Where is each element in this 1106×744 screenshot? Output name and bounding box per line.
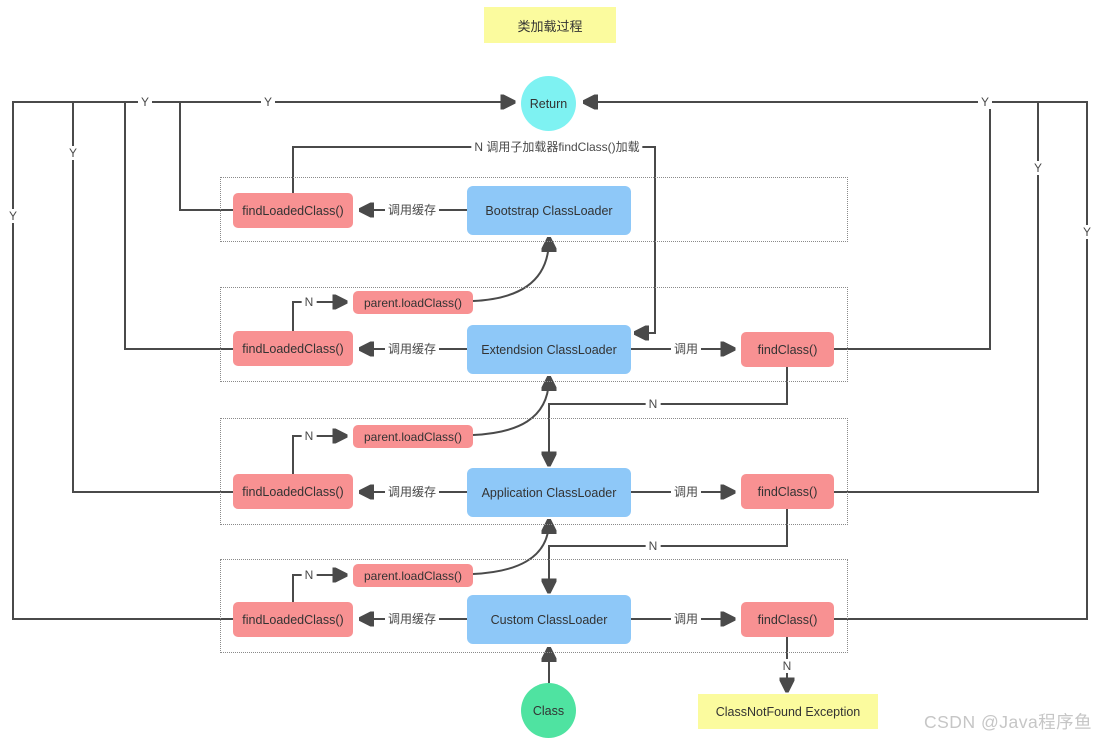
edge-label-yes: Y [1079, 225, 1095, 239]
edge-return-right-extendsion [834, 102, 991, 350]
edge-return-right-custom [585, 102, 1088, 620]
edge-n-parent-extendsion [292, 302, 345, 331]
edge-return-left-application [72, 102, 233, 493]
edge-label-call: 调用 [670, 342, 702, 356]
edge-label-delegate-note: N 调用子加载器findClass()加载 [471, 140, 643, 154]
edge-curve-app-to-extendsion [472, 378, 549, 436]
findloadedclass-box-extendsion: findLoadedClass() [233, 331, 353, 366]
edge-label-no: N [779, 659, 795, 673]
edge-label-yes: Y [977, 95, 993, 109]
edge-label-no: N [301, 295, 317, 309]
loader-box-extendsion: Extendsion ClassLoader [467, 325, 631, 374]
edge-label-no: N [301, 568, 317, 582]
findloadedclass-box-bootstrap: findLoadedClass() [233, 193, 353, 228]
dotted-group-bootstrap [220, 177, 848, 242]
loader-box-application: Application ClassLoader [467, 468, 631, 517]
edge-label-call: 调用 [670, 485, 702, 499]
edge-label-call: 调用 [670, 612, 702, 626]
edge-label-no: N [645, 539, 661, 553]
parentloadclass-box-custom: parent.loadClass() [353, 564, 473, 587]
edge-curve-ext-to-bootstrap [472, 239, 549, 302]
edge-curve-custom-to-application [472, 521, 549, 575]
edge-label-yes: Y [1030, 161, 1046, 175]
edge-label-call-cache: 调用缓存 [384, 612, 440, 626]
edge-return-left-bootstrap [179, 102, 233, 211]
edge-n-ext-to-application [549, 367, 788, 464]
edge-label-yes: Y [260, 95, 276, 109]
edge-label-no: N [645, 397, 661, 411]
dotted-group-extendsion [220, 287, 848, 382]
classnotfound-box: ClassNotFound Exception [698, 694, 878, 729]
parentloadclass-box-extendsion: parent.loadClass() [353, 291, 473, 314]
diagram-title: 类加载过程 [484, 7, 616, 43]
edge-label-call-cache: 调用缓存 [384, 485, 440, 499]
dotted-group-custom [220, 559, 848, 653]
edge-n-app-to-custom [549, 509, 788, 591]
findclass-box-application: findClass() [741, 474, 834, 509]
edge-label-yes: Y [5, 209, 21, 223]
edge-return-left-extendsion [124, 102, 233, 350]
findclass-box-extendsion: findClass() [741, 332, 834, 367]
edge-n-parent-custom [292, 575, 345, 602]
class-node: Class [521, 683, 576, 738]
edge-label-call-cache: 调用缓存 [384, 203, 440, 217]
edge-n-parent-application [292, 436, 345, 474]
watermark: CSDN @Java程序鱼 [924, 712, 1093, 732]
edge-label-yes: Y [137, 95, 153, 109]
edge-label-yes: Y [65, 146, 81, 160]
edge-label-call-cache: 调用缓存 [384, 342, 440, 356]
edge-label-no: N [301, 429, 317, 443]
findloadedclass-box-custom: findLoadedClass() [233, 602, 353, 637]
findclass-box-custom: findClass() [741, 602, 834, 637]
return-node: Return [521, 76, 576, 131]
edge-return-right-application [834, 102, 1039, 493]
loader-box-custom: Custom ClassLoader [467, 595, 631, 644]
loader-box-bootstrap: Bootstrap ClassLoader [467, 186, 631, 235]
parentloadclass-box-application: parent.loadClass() [353, 425, 473, 448]
edge-delegate-note [292, 146, 656, 333]
dotted-group-application [220, 418, 848, 525]
findloadedclass-box-application: findLoadedClass() [233, 474, 353, 509]
